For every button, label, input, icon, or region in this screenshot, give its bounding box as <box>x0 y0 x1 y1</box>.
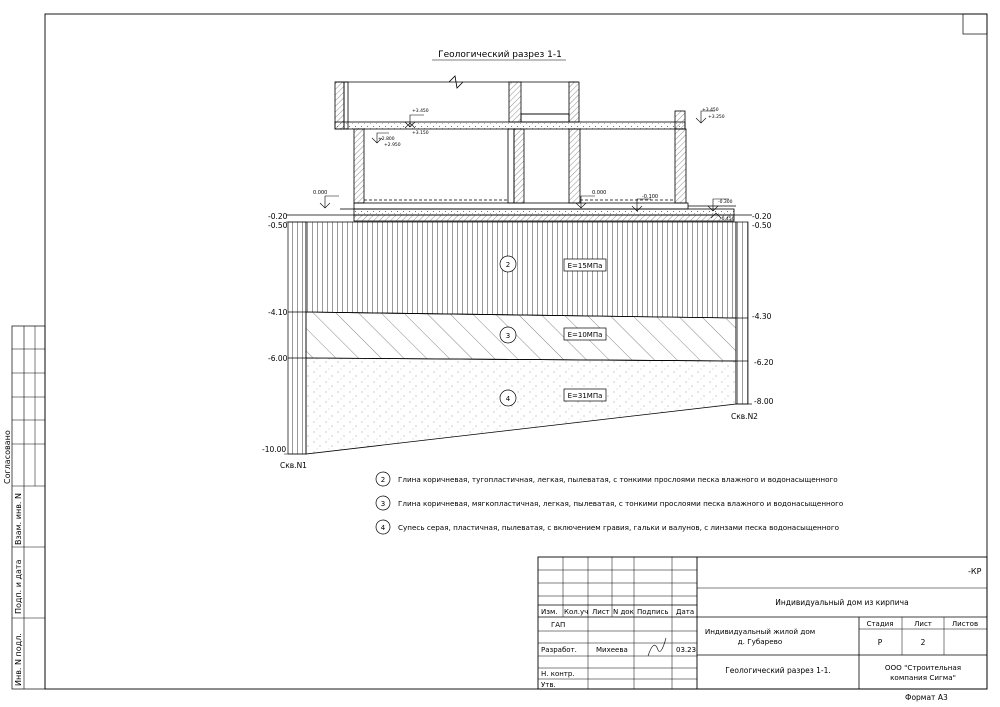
left-mark-4: -6.00 <box>268 354 288 363</box>
left-mark-1: -0.20 <box>268 212 288 221</box>
layer-4-modulus: E=31МПа <box>568 392 603 400</box>
right-mark-5: -8.00 <box>754 397 774 406</box>
tb-sheet: 2 <box>921 638 926 647</box>
tb-role-gap: ГАП <box>551 621 565 629</box>
legend-4-number: 4 <box>381 524 386 532</box>
side-vzam-label: Взам. инв. N <box>14 493 23 545</box>
layer-4-area <box>305 357 737 455</box>
right-mark-2: -0.50 <box>752 221 772 230</box>
borehole-2-label: Скв.N2 <box>731 412 758 421</box>
tb-developer-name: Михеева <box>596 646 628 654</box>
left-mark-2: -0.50 <box>268 221 288 230</box>
section-title: Геологический разрез 1-1 <box>438 50 562 60</box>
tb-header-ndok: N док <box>613 608 634 616</box>
tb-sheets-label: Листов <box>952 620 978 628</box>
level-mid-a: +2.800 <box>378 136 395 142</box>
tb-role-dev: Разработ. <box>541 646 577 654</box>
left-mark-5: -10.00 <box>262 445 286 454</box>
layer-4-tag: 4 E=31МПа <box>499 388 607 407</box>
tb-code: -КР <box>968 567 982 576</box>
level-ground-right-bot: -0.450 <box>720 216 735 222</box>
tb-header-izm: Изм. <box>541 608 557 616</box>
tb-role-nkontr: Н. контр. <box>541 670 575 678</box>
tb-date: 03.23 <box>676 646 696 654</box>
tb-sheet-label: Лист <box>914 620 932 628</box>
tb-project: Индивидуальный дом из кирпича <box>775 598 908 607</box>
side-stamp <box>11 325 46 690</box>
legend-3-text: Глина коричневая, мягкопластичная, легка… <box>398 499 843 508</box>
right-mark-3: -4.30 <box>752 312 772 321</box>
layer-2-tag: 2 E=15МПа <box>499 255 607 273</box>
level-floor-step: -0.100 <box>642 194 658 200</box>
legend-item-4: 4 Супесь серая, пластичная, пылеватая, с… <box>375 519 839 535</box>
layer-3-modulus: E=10МПа <box>568 331 603 339</box>
legend-2-number: 2 <box>381 476 385 484</box>
legend-3-number: 3 <box>381 500 385 508</box>
tb-role-utv: Утв. <box>541 681 556 689</box>
level-upper-right: +3.450 <box>702 107 719 113</box>
title-block <box>537 556 988 690</box>
layer-3-tag: 3 E=10МПа <box>499 326 607 344</box>
level-upper-left2: +3.150 <box>412 130 429 136</box>
legend-item-2: 2 Глина коричневая, тугопластичная, легк… <box>375 471 838 487</box>
tb-signature <box>647 637 667 657</box>
side-podp-label: Подп. и дата <box>14 559 23 614</box>
right-mark-4: -6.20 <box>754 358 774 367</box>
level-upper-right2: +3.250 <box>708 114 725 120</box>
layer-2-area <box>305 221 737 319</box>
level-floor-left: 0.000 <box>313 190 327 196</box>
tb-sheet-name: Геологический разрез 1-1. <box>725 666 831 675</box>
legend-4-text: Супесь серая, пластичная, пылеватая, с в… <box>398 523 839 532</box>
layer-2-modulus: E=15МПа <box>568 262 603 270</box>
layer-3-area <box>305 311 737 362</box>
tb-header-list: Лист <box>592 608 610 616</box>
tb-header-kolvo: Кол.уч <box>564 608 588 616</box>
right-mark-1: -0.20 <box>752 212 772 221</box>
format-label: Формат А3 <box>905 693 948 702</box>
legend-2-text: Глина коричневая, тугопластичная, легкая… <box>398 475 838 484</box>
layer-3-number: 3 <box>506 332 510 340</box>
building-level-marks <box>319 110 729 219</box>
level-mid-b: +2.950 <box>384 142 401 148</box>
side-inv-label: Инв. N подл. <box>14 633 23 686</box>
corner-box <box>962 13 988 35</box>
level-ground-right-top: -0.300 <box>718 199 733 205</box>
borehole-1 <box>287 221 307 455</box>
side-agreed-label: Согласовано <box>3 430 12 484</box>
tb-company-line1: ООО "Строительная <box>885 663 961 672</box>
tb-stage-label: Стадия <box>867 620 894 628</box>
left-mark-3: -4.10 <box>268 308 288 317</box>
tb-header-podpis: Подпись <box>637 608 669 616</box>
borehole-1-label: Скв.N1 <box>280 461 307 470</box>
tb-object-line1: Индивидуальный жилой дом <box>705 627 815 636</box>
tb-object-line2: д. Губарево <box>738 637 783 646</box>
level-upper-left: +3.450 <box>412 108 429 114</box>
layer-2-number: 2 <box>506 261 510 269</box>
tb-stage: Р <box>878 638 883 647</box>
tb-header-data: Дата <box>676 608 694 616</box>
legend-item-3: 3 Глина коричневая, мягкопластичная, лег… <box>375 495 843 511</box>
building-section <box>334 75 736 222</box>
level-floor-mid: 0.000 <box>592 190 606 196</box>
layer-4-number: 4 <box>506 395 511 403</box>
tb-company-line2: компания Сигма" <box>890 673 956 682</box>
borehole-2 <box>735 221 749 405</box>
